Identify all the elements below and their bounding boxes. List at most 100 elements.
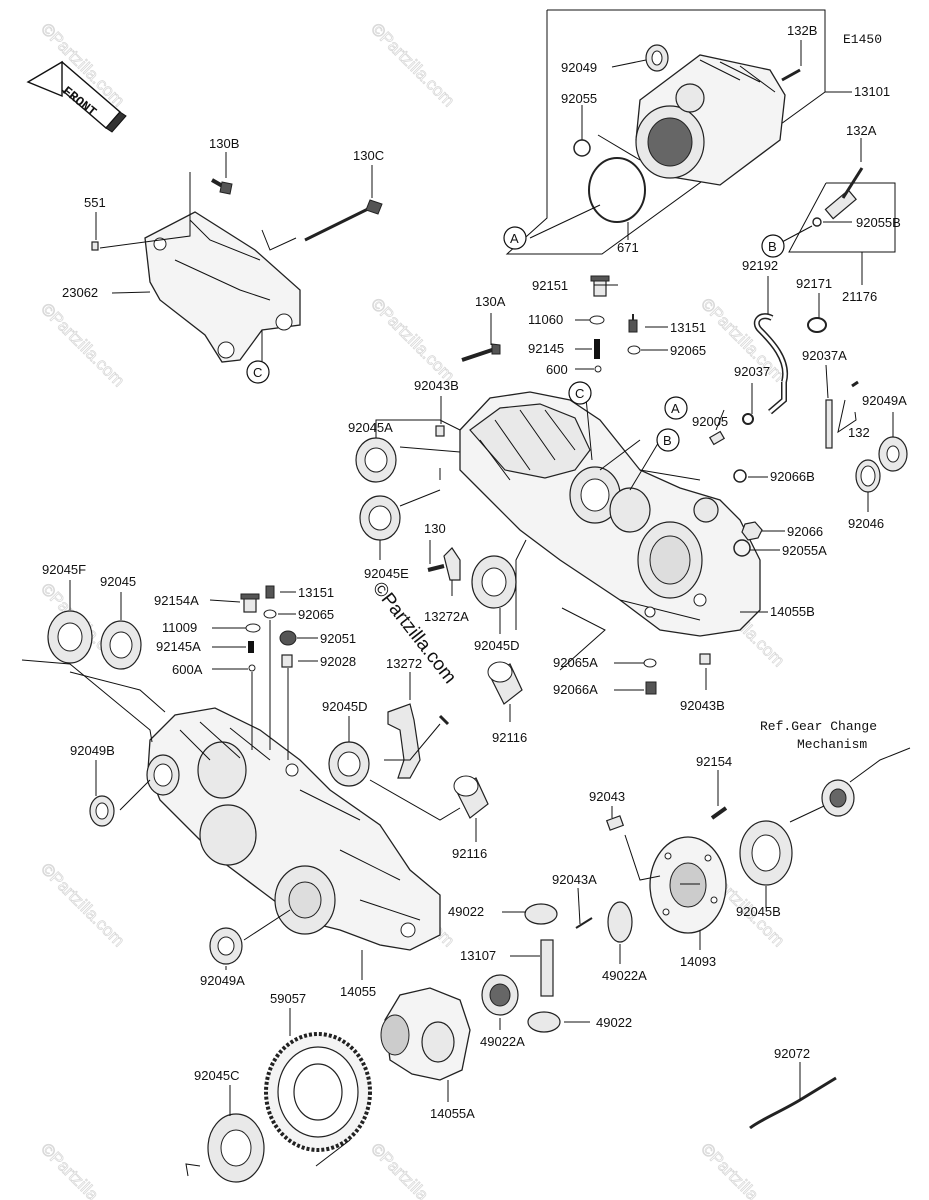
part-label: 92065A bbox=[553, 655, 598, 670]
center-watermark: ©Partzilla.com bbox=[368, 578, 460, 688]
part-label: 13151 bbox=[298, 585, 334, 600]
part-label: 92046 bbox=[848, 516, 884, 531]
part-label: 92192 bbox=[742, 258, 778, 273]
bolt-21176-group bbox=[781, 138, 896, 285]
part-label: 130A bbox=[475, 294, 506, 309]
part-label: 130B bbox=[209, 136, 239, 151]
part-label: 92005 bbox=[692, 414, 728, 429]
part-label: 49022A bbox=[480, 1034, 525, 1049]
part-label: 92055B bbox=[856, 215, 901, 230]
part-label: 13272 bbox=[386, 656, 422, 671]
watermark: ©Partzilla.com bbox=[367, 19, 458, 110]
part-label: 92037 bbox=[734, 364, 770, 379]
part-label: 49022A bbox=[602, 968, 647, 983]
ref-circle-label: B bbox=[663, 433, 672, 448]
part-label: 92043B bbox=[680, 698, 725, 713]
part-label: 92051 bbox=[320, 631, 356, 646]
part-label: 49022 bbox=[448, 904, 484, 919]
upper-small-parts bbox=[435, 275, 908, 557]
part-label: 92065 bbox=[298, 607, 334, 622]
reference-note-line1: Ref.Gear Change bbox=[760, 719, 877, 734]
part-label: 92049A bbox=[862, 393, 907, 408]
part-label: 92116 bbox=[492, 730, 527, 745]
part-label: 132B bbox=[787, 23, 817, 38]
part-label: 92045C bbox=[194, 1068, 240, 1083]
ref-circle-label: A bbox=[510, 231, 519, 246]
part-label: 92154A bbox=[154, 593, 199, 608]
part-label: 671 bbox=[617, 240, 639, 255]
watermark: ©Partzilla.com bbox=[367, 1139, 458, 1200]
part-label: 92043A bbox=[552, 872, 597, 887]
bracket-23062-group bbox=[91, 152, 383, 363]
part-label: 600 bbox=[546, 362, 568, 377]
watermark: ©Partzilla.com bbox=[37, 859, 128, 950]
part-label: 11060 bbox=[528, 312, 563, 327]
part-label: 14055B bbox=[770, 604, 815, 619]
part-label: 92055 bbox=[561, 91, 597, 106]
part-label: 92043B bbox=[414, 378, 459, 393]
part-label: 14093 bbox=[680, 954, 716, 969]
part-label: 92045B bbox=[736, 904, 781, 919]
part-label: 92145A bbox=[156, 639, 201, 654]
reference-note-line2: Mechanism bbox=[797, 737, 867, 752]
part-label: 92045D bbox=[474, 638, 520, 653]
ref-circle-label: C bbox=[575, 386, 584, 401]
part-label: 59057 bbox=[270, 991, 306, 1006]
part-label: 92072 bbox=[774, 1046, 810, 1061]
part-label: 92049 bbox=[561, 60, 597, 75]
part-label: 92045D bbox=[322, 699, 368, 714]
part-label: 92116 bbox=[452, 846, 487, 861]
part-label: 21176 bbox=[842, 289, 877, 304]
ref-circle-label: A bbox=[671, 401, 680, 416]
part-label: 92045F bbox=[42, 562, 86, 577]
part-label: 92045A bbox=[348, 420, 393, 435]
part-label: 92065 bbox=[670, 343, 706, 358]
case-14055-group bbox=[146, 707, 441, 951]
part-label: 92043 bbox=[589, 789, 625, 804]
part-label: 92049B bbox=[70, 743, 115, 758]
case-14055B-group bbox=[459, 391, 761, 637]
part-label: 11009 bbox=[162, 620, 197, 635]
part-label: 23062 bbox=[62, 285, 98, 300]
part-label: 13151 bbox=[670, 320, 706, 335]
watermark: ©Partzilla.com bbox=[37, 1139, 128, 1200]
part-label: 92154 bbox=[696, 754, 732, 769]
part-label: 92049A bbox=[200, 973, 245, 988]
watermark: ©Partzilla.com bbox=[37, 299, 128, 390]
part-label: 92045 bbox=[100, 574, 136, 589]
part-label: 14055 bbox=[340, 984, 376, 999]
part-label: 13272A bbox=[424, 609, 469, 624]
part-label: 92171 bbox=[796, 276, 832, 291]
leader-lines bbox=[21, 276, 911, 1177]
part-label: 92037A bbox=[802, 348, 847, 363]
part-label: 92151 bbox=[532, 278, 568, 293]
starter-motor-group bbox=[505, 9, 852, 255]
part-label: 132 bbox=[848, 425, 870, 440]
ref-circle-label: B bbox=[768, 239, 777, 254]
part-label: 600A bbox=[172, 662, 203, 677]
differential-group bbox=[207, 779, 855, 1183]
part-label: 132A bbox=[846, 123, 877, 138]
diagram-code: E1450 bbox=[843, 32, 882, 47]
part-label: 92066B bbox=[770, 469, 815, 484]
part-labels: 92049 132B 13101 92055 671 132A 92055B 2… bbox=[42, 23, 907, 1121]
ref-circles: A B C C A B bbox=[246, 226, 785, 452]
part-label: 551 bbox=[84, 195, 106, 210]
part-label: 92045E bbox=[364, 566, 409, 581]
part-label: 13107 bbox=[460, 948, 496, 963]
lower-left-small-parts bbox=[47, 585, 489, 965]
watermark: ©Partzilla.com bbox=[367, 294, 458, 385]
part-label: 49022 bbox=[596, 1015, 632, 1030]
watermark: ©Partzilla.com bbox=[697, 1139, 788, 1200]
part-label: 92066 bbox=[787, 524, 823, 539]
part-label: 92145 bbox=[528, 341, 564, 356]
part-label: 130 bbox=[424, 521, 446, 536]
part-label: 130C bbox=[353, 148, 384, 163]
part-label: 92066A bbox=[553, 682, 598, 697]
part-label: 92055A bbox=[782, 543, 827, 558]
part-label: 92028 bbox=[320, 654, 356, 669]
part-label: 14055A bbox=[430, 1106, 475, 1121]
ref-circle-label: C bbox=[253, 365, 262, 380]
